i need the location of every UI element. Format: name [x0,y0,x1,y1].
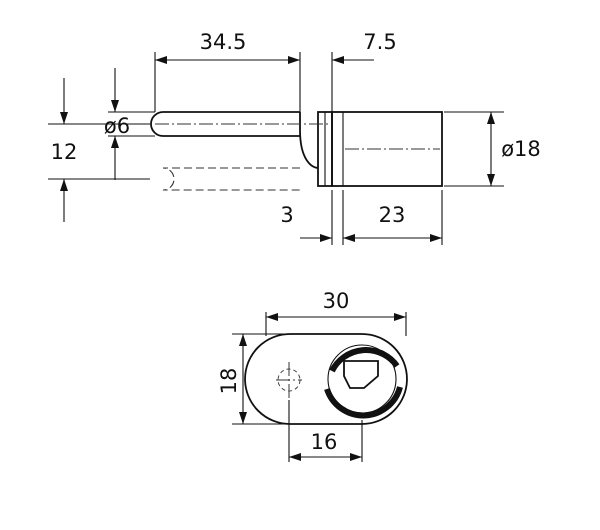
dim-height: 18 [217,368,241,395]
cylinder-ring-bottom [324,386,403,419]
dim-center-distance: 16 [311,430,338,454]
phantom-pin [162,167,300,191]
dim-shoulder: 7.5 [363,30,396,54]
cylinder-ring-top [329,347,400,373]
dim-body-length: 23 [379,203,406,227]
dim-pin-length: 34.5 [200,30,247,54]
dim-flange: 3 [280,203,293,227]
cylinder-body [331,111,443,187]
pin-shoulder [299,112,319,169]
dim-offset: 12 [51,140,78,164]
pin-outline [150,111,300,137]
front-view: 30 18 16 [217,289,408,462]
key-slot [343,360,379,389]
dim-width: 30 [323,289,350,313]
dim-body-diameter: ø18 [501,137,541,161]
dim-pin-diameter: ø6 [104,114,130,138]
side-view: 34.5 7.5 ø6 12 ø18 3 23 [48,30,541,245]
